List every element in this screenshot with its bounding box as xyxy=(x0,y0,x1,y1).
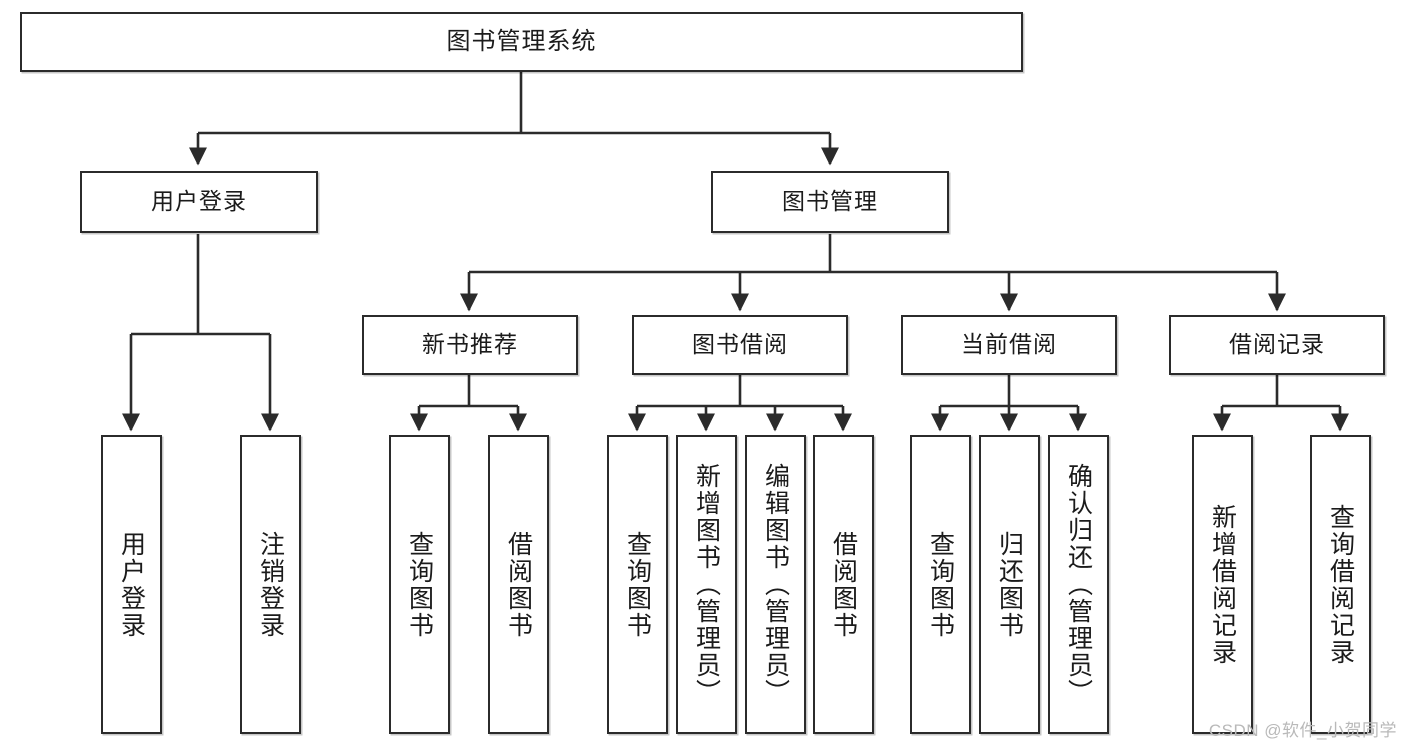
node-user-login-label: 用户登录 xyxy=(151,188,247,215)
node-root[interactable]: 图书管理系统 xyxy=(20,12,1023,72)
csdn-watermark: CSDN @软件_小贺同学 xyxy=(1208,721,1397,740)
node-borrow-record[interactable]: 借阅记录 xyxy=(1169,315,1385,375)
leaf-query-book-2-label: 查询图书 xyxy=(623,530,652,639)
leaf-logout[interactable]: 注销登录 xyxy=(240,435,301,734)
leaf-query-record[interactable]: 查询借阅记录 xyxy=(1310,435,1371,734)
leaf-borrow-book-1-label: 借阅图书 xyxy=(504,530,533,639)
leaf-query-book-3[interactable]: 查询图书 xyxy=(910,435,971,734)
leaf-add-book[interactable]: 新增图书（管理员） xyxy=(676,435,737,734)
node-current-borrow[interactable]: 当前借阅 xyxy=(901,315,1117,375)
leaf-add-record[interactable]: 新增借阅记录 xyxy=(1192,435,1253,734)
node-new-book-recommend-label: 新书推荐 xyxy=(422,331,518,358)
node-user-login[interactable]: 用户登录 xyxy=(80,171,318,233)
leaf-borrow-book-2[interactable]: 借阅图书 xyxy=(813,435,874,734)
leaf-user-login[interactable]: 用户登录 xyxy=(101,435,162,734)
leaf-return-book-label: 归还图书 xyxy=(995,530,1024,639)
leaf-borrow-book-2-label: 借阅图书 xyxy=(829,530,858,639)
leaf-query-book-1-label: 查询图书 xyxy=(405,530,434,639)
leaf-return-book[interactable]: 归还图书 xyxy=(979,435,1040,734)
leaf-borrow-book-1[interactable]: 借阅图书 xyxy=(488,435,549,734)
node-borrow-record-label: 借阅记录 xyxy=(1229,331,1325,358)
leaf-edit-book-label: 编辑图书（管理员） xyxy=(761,463,790,706)
leaf-logout-label: 注销登录 xyxy=(256,530,285,639)
leaf-confirm-return[interactable]: 确认归还（管理员） xyxy=(1048,435,1109,734)
leaf-add-record-label: 新增借阅记录 xyxy=(1208,503,1237,666)
node-book-manage[interactable]: 图书管理 xyxy=(711,171,949,233)
leaf-query-record-label: 查询借阅记录 xyxy=(1326,503,1355,666)
node-book-borrow[interactable]: 图书借阅 xyxy=(632,315,848,375)
node-root-label: 图书管理系统 xyxy=(446,27,597,55)
leaf-user-login-label: 用户登录 xyxy=(117,530,146,639)
leaf-query-book-1[interactable]: 查询图书 xyxy=(389,435,450,734)
node-book-manage-label: 图书管理 xyxy=(782,188,878,215)
node-new-book-recommend[interactable]: 新书推荐 xyxy=(362,315,578,375)
leaf-confirm-return-label: 确认归还（管理员） xyxy=(1064,463,1093,706)
leaf-add-book-label: 新增图书（管理员） xyxy=(692,463,721,706)
leaf-query-book-3-label: 查询图书 xyxy=(926,530,955,639)
leaf-query-book-2[interactable]: 查询图书 xyxy=(607,435,668,734)
leaf-edit-book[interactable]: 编辑图书（管理员） xyxy=(745,435,806,734)
node-current-borrow-label: 当前借阅 xyxy=(961,331,1057,358)
node-book-borrow-label: 图书借阅 xyxy=(692,331,788,358)
